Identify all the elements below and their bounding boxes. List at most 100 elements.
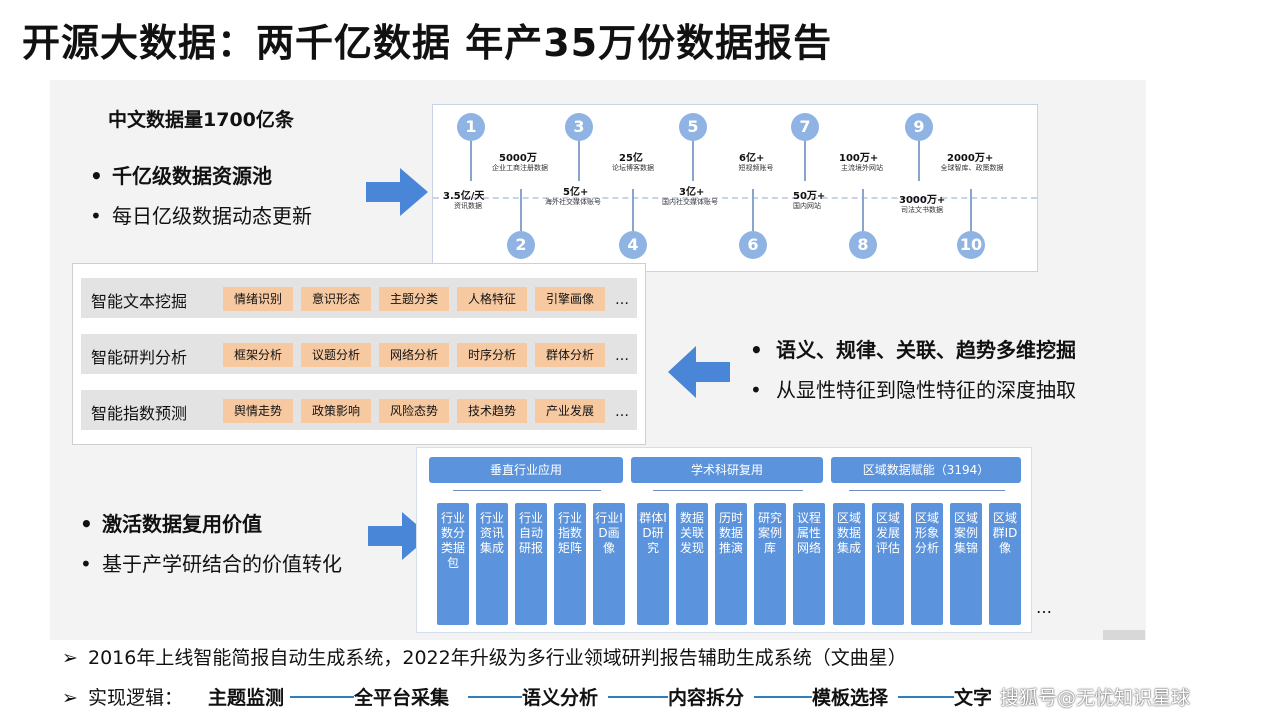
timeline-stem xyxy=(970,189,972,231)
intelligent-mining-panel: 智能文本挖掘 情绪识别 意识形态 主题分类 人格特征 引擎画像 … 智能研判分析… xyxy=(72,263,646,445)
timeline-desc-4: 论坛博客数据 xyxy=(612,164,654,172)
step-connector xyxy=(608,696,668,698)
step-connector xyxy=(290,696,354,698)
tag: 政策影响 xyxy=(301,399,371,423)
timeline-marker-4: 4 xyxy=(619,231,647,259)
timeline-stem xyxy=(520,189,522,231)
timeline-desc-8: 主流境外网站 xyxy=(841,164,883,172)
step-topic-monitoring: 主题监测 xyxy=(208,687,285,709)
step-template-select: 模板选择 xyxy=(812,687,889,709)
tag: 主题分类 xyxy=(379,287,449,311)
timeline-stem xyxy=(752,189,754,231)
bullet-dot: • xyxy=(90,164,103,188)
timeline-value-4: 25亿 xyxy=(619,153,643,164)
more-ellipsis: … xyxy=(615,404,629,420)
bullet-deep-extraction: •从显性特征到隐性特征的深度抽取 xyxy=(750,378,1076,402)
tag: 框架分析 xyxy=(223,343,293,367)
app-card: 区域群ID像 xyxy=(989,503,1021,625)
mining-row-analysis: 智能研判分析 框架分析 议题分析 网络分析 时序分析 群体分析 … xyxy=(81,334,637,374)
row-label: 智能指数预测 xyxy=(91,404,188,423)
arrow-bullet-icon: ➢ xyxy=(62,687,78,709)
category-regional-data: 区域数据赋能（3194） xyxy=(831,457,1021,483)
app-card: 区域发展评估 xyxy=(872,503,904,625)
data-source-timeline: 1 3.5亿/天 资讯数据 3 5亿+ 海外社交媒体账号 5 3亿+ 国内社交媒… xyxy=(432,104,1038,272)
timeline-stem xyxy=(578,141,580,181)
app-card: 行业数分类据包 xyxy=(437,503,469,625)
category-vertical-industry: 垂直行业应用 xyxy=(429,457,623,483)
app-card: 历时数据推演 xyxy=(715,503,747,625)
timeline-desc-1: 资讯数据 xyxy=(454,202,482,210)
timeline-stem xyxy=(692,141,694,181)
timeline-value-3: 5亿+ xyxy=(563,187,589,198)
applications-diagram: 垂直行业应用 行业数分类据包 行业资讯集成 行业自动研报 行业指数矩阵 行业ID… xyxy=(416,447,1032,633)
timeline-value-8: 100万+ xyxy=(839,153,879,164)
timeline-stem xyxy=(862,189,864,231)
step-connector xyxy=(898,696,954,698)
bullet-dot: • xyxy=(750,338,763,362)
timeline-marker-7: 7 xyxy=(791,113,819,141)
app-card: 区域形象分析 xyxy=(911,503,943,625)
logic-prefix: ➢实现逻辑： xyxy=(62,687,184,709)
bullet-dot: • xyxy=(80,512,93,536)
image-corner-mark xyxy=(1103,630,1145,640)
timeline-marker-10: 10 xyxy=(957,231,985,259)
source-watermark: 搜狐号@无忧知识星球 xyxy=(1000,687,1191,709)
system-history-note: ➢2016年上线智能简报自动生成系统，2022年升级为多行业领域研判报告辅助生成… xyxy=(62,647,907,669)
tag: 技术趋势 xyxy=(457,399,527,423)
timeline-value-10: 2000万+ xyxy=(947,153,994,164)
tag: 风险态势 xyxy=(379,399,449,423)
app-card: 群体ID研究 xyxy=(637,503,669,625)
timeline-marker-9: 9 xyxy=(905,113,933,141)
timeline-axis xyxy=(433,197,1037,199)
timeline-stem xyxy=(804,141,806,181)
category-academic-research: 学术科研复用 xyxy=(631,457,823,483)
arrow-bullet-icon: ➢ xyxy=(62,647,78,669)
bullet-dot: • xyxy=(750,378,762,402)
timeline-desc-5: 国内社交媒体账号 xyxy=(662,198,718,206)
timeline-value-6: 6亿+ xyxy=(739,153,765,164)
app-card: 行业指数矩阵 xyxy=(554,503,586,625)
bullet-value-conversion: •基于产学研结合的价值转化 xyxy=(80,552,342,576)
more-ellipsis: … xyxy=(615,292,629,308)
timeline-value-9: 3000万+ xyxy=(899,195,946,206)
arrow-right-icon xyxy=(368,512,430,560)
mining-row-forecast: 智能指数预测 舆情走势 政策影响 风险态势 技术趋势 产业发展 … xyxy=(81,390,637,430)
bullet-dot: • xyxy=(80,552,92,576)
arrow-right-icon xyxy=(366,168,428,216)
timeline-desc-3: 海外社交媒体账号 xyxy=(545,198,601,206)
app-card: 议程属性网络 xyxy=(793,503,825,625)
app-card: 区域数据集成 xyxy=(833,503,865,625)
tree-connector xyxy=(653,490,803,491)
app-card: 区域案例集锦 xyxy=(950,503,982,625)
timeline-marker-3: 3 xyxy=(565,113,593,141)
tag: 群体分析 xyxy=(535,343,605,367)
bullet-dot: • xyxy=(90,204,102,228)
tag: 舆情走势 xyxy=(223,399,293,423)
bullet-daily-update: •每日亿级数据动态更新 xyxy=(90,204,312,228)
page-title: 开源大数据：两千亿数据 年产35万份数据报告 xyxy=(22,21,833,65)
app-card: 行业ID画像 xyxy=(593,503,625,625)
app-card: 行业自动研报 xyxy=(515,503,547,625)
step-semantic-analysis: 语义分析 xyxy=(522,687,599,709)
tag: 议题分析 xyxy=(301,343,371,367)
tag: 情绪识别 xyxy=(223,287,293,311)
timeline-value-7: 50万+ xyxy=(793,191,826,202)
timeline-value-1: 3.5亿/天 xyxy=(443,191,485,202)
timeline-value-5: 3亿+ xyxy=(679,187,705,198)
chinese-data-volume: 中文数据量1700亿条 xyxy=(108,109,294,131)
bullet-multidim-mining: •语义、规律、关联、趋势多维挖掘 xyxy=(750,338,1076,362)
row-label: 智能研判分析 xyxy=(91,348,188,367)
timeline-desc-7: 国内网站 xyxy=(793,202,821,210)
app-card: 行业资讯集成 xyxy=(476,503,508,625)
mining-row-text: 智能文本挖掘 情绪识别 意识形态 主题分类 人格特征 引擎画像 … xyxy=(81,278,637,318)
tag: 人格特征 xyxy=(457,287,527,311)
timeline-desc-10: 全球智库、政策数据 xyxy=(940,164,1004,172)
tag: 产业发展 xyxy=(535,399,605,423)
arrow-left-icon xyxy=(668,346,730,398)
timeline-marker-5: 5 xyxy=(679,113,707,141)
app-card: 数据关联发现 xyxy=(676,503,708,625)
tree-connector xyxy=(453,490,601,491)
more-ellipsis: … xyxy=(615,348,629,364)
implementation-logic: ➢实现逻辑： 主题监测 全平台采集 语义分析 内容拆分 模板选择 文字 xyxy=(62,683,1272,713)
step-connector xyxy=(468,696,522,698)
